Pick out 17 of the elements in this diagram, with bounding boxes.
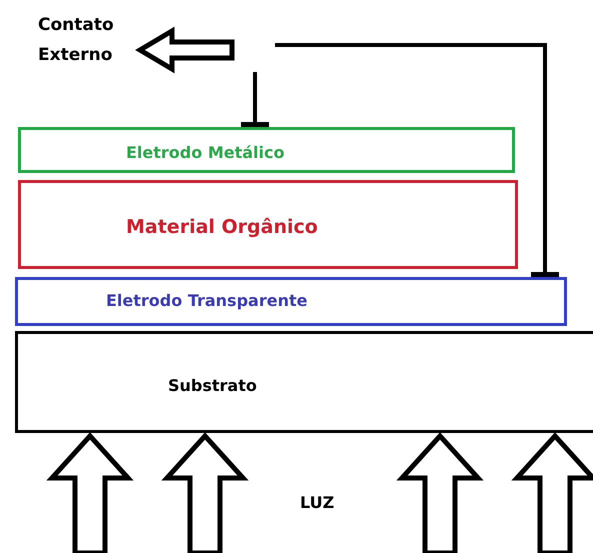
substrate-layer: [15, 331, 593, 433]
hollow-arrow: [396, 432, 484, 553]
contact-label: Contato Externo: [38, 10, 138, 74]
electrode-layer: [15, 277, 567, 326]
hollow-arrow: [161, 432, 249, 553]
layer-label: Material Orgânico: [126, 216, 318, 238]
hollow-arrow: [135, 26, 234, 74]
electrode-layer: [18, 127, 515, 173]
light-label: LUZ: [300, 493, 334, 512]
organic-layer: [18, 180, 518, 269]
layer-label: Eletrodo Transparente: [106, 291, 308, 310]
layer-label: Eletrodo Metálico: [126, 143, 284, 162]
hollow-arrow: [46, 432, 134, 553]
layer-label: Substrato: [168, 376, 257, 395]
wire-line: [275, 43, 562, 278]
wire-line: [238, 72, 272, 128]
hollow-arrow: [511, 432, 593, 553]
